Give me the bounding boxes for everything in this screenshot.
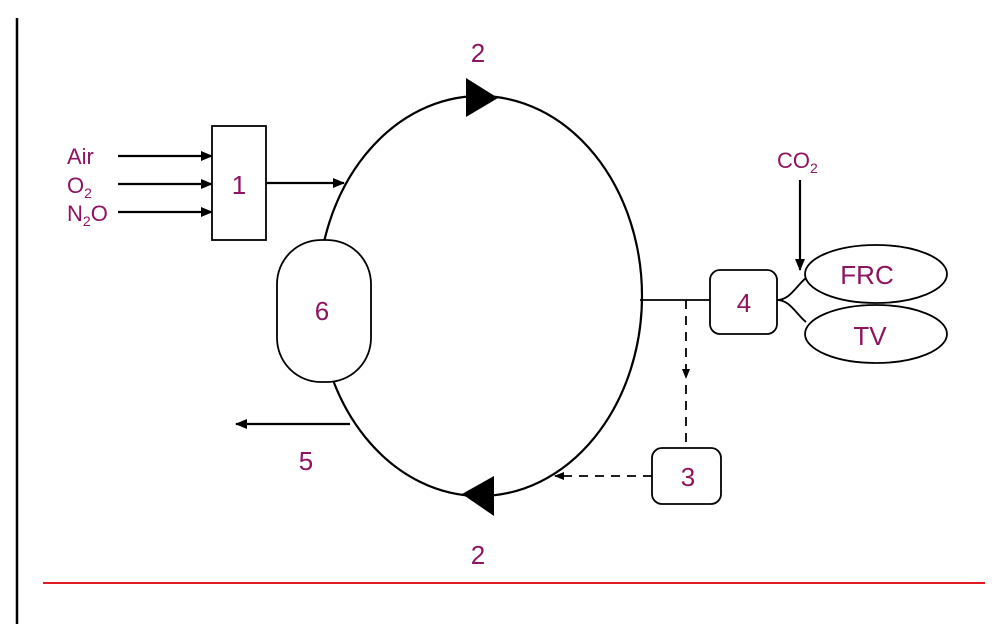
- tv-label: TV: [853, 321, 887, 351]
- input-label-o2: O2: [67, 173, 92, 201]
- element-6: [276, 239, 372, 383]
- node-label-2-bottom: 2: [471, 540, 485, 570]
- node-label-5: 5: [299, 446, 313, 476]
- frc-lung: [804, 244, 948, 304]
- input-label-n2o: N2O: [67, 201, 108, 229]
- box-1: [211, 125, 267, 241]
- tv-lung: [804, 304, 948, 364]
- frc-label: FRC: [840, 260, 893, 290]
- flow-arrow-bottom: [462, 476, 494, 516]
- node-label-1: 1: [232, 170, 246, 200]
- node-label-4: 4: [737, 288, 751, 318]
- co2-label: CO2: [777, 148, 818, 176]
- input-label-air: Air: [67, 144, 94, 169]
- node-label-2-top: 2: [471, 38, 485, 68]
- node-label-3: 3: [681, 462, 695, 492]
- node-label-6: 6: [315, 296, 329, 326]
- lung-branch: [776, 277, 807, 323]
- flow-arrow-top: [466, 78, 498, 117]
- box-4: [709, 269, 778, 335]
